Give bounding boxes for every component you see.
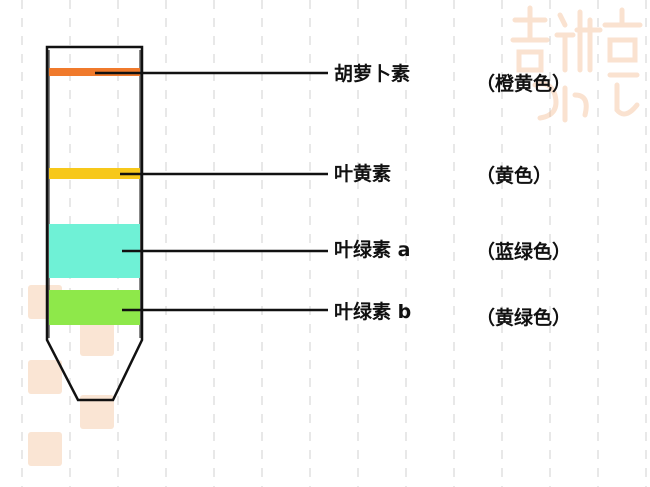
- band-carotene: [49, 68, 140, 76]
- tube-outline: [45, 45, 144, 402]
- color-carotene: （橙黄色）: [476, 73, 572, 95]
- band-chlorophyll-b: [49, 290, 140, 325]
- color-chlorophyll-a: （蓝绿色）: [476, 241, 572, 263]
- label-chlorophyll-b: 叶绿素 b: [334, 301, 412, 323]
- label-chlorophyll-a: 叶绿素 a: [334, 239, 411, 261]
- label-xanthophyll: 叶黄素: [334, 163, 392, 185]
- color-chlorophyll-b: （黄绿色）: [476, 307, 572, 329]
- label-carotene: 胡萝卜素: [334, 63, 411, 85]
- color-xanthophyll: （黄色）: [476, 165, 553, 187]
- band-xanthophyll: [49, 168, 140, 179]
